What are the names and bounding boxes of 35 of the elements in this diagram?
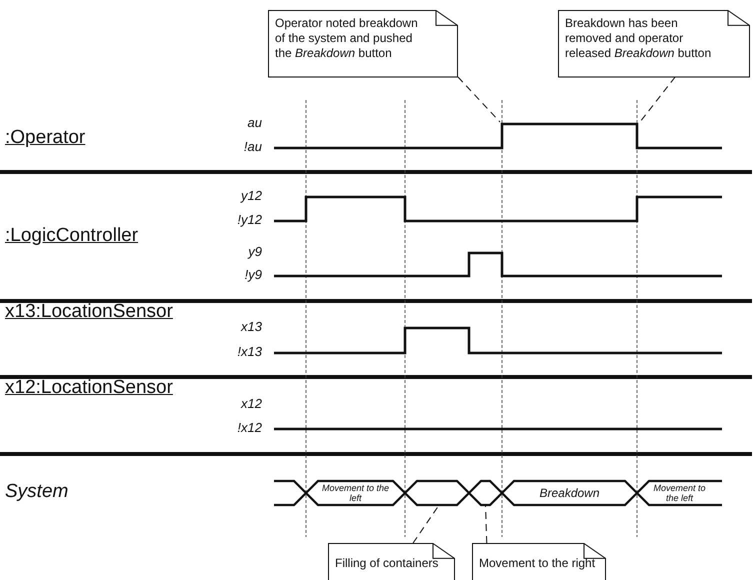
leader-line xyxy=(412,504,440,544)
comment-note xyxy=(558,10,750,77)
comment-note xyxy=(268,10,458,77)
lifeline-name: :LogicController xyxy=(5,225,138,247)
state-name: y12 xyxy=(241,188,262,203)
leader-line xyxy=(458,76,500,122)
lifeline-name: x12:LocationSensor xyxy=(5,377,173,399)
state-name: !y12 xyxy=(237,212,262,227)
state-name: !au xyxy=(244,139,262,154)
state-segment xyxy=(502,481,637,505)
state-name: y9 xyxy=(248,244,262,259)
state-segment xyxy=(405,481,469,505)
comment-note xyxy=(328,543,455,580)
state-label: Breakdown xyxy=(538,485,601,502)
comment-note xyxy=(472,543,606,580)
lifeline-name: System xyxy=(5,481,68,503)
note-text: Movement to the right xyxy=(479,556,596,571)
state-name: !x12 xyxy=(237,420,262,435)
state-segment xyxy=(637,481,722,505)
note-text: Breakdown has been removed and operator released Breakdown button xyxy=(565,16,712,61)
lifeline-name: :Operator xyxy=(5,127,86,149)
state-name: x12 xyxy=(241,396,262,411)
state-label: Movement to the left xyxy=(320,483,390,503)
state-name: !x13 xyxy=(237,344,262,359)
lifeline-name: x13:LocationSensor xyxy=(5,301,173,323)
state-segment xyxy=(306,481,405,505)
leader-line xyxy=(640,76,676,122)
note-text: Filling of containers xyxy=(335,556,440,571)
state-name: au xyxy=(248,115,262,130)
state-name: !y9 xyxy=(244,267,262,282)
note-text: Operator noted breakdown of the system and pushed the Breakdown button xyxy=(275,16,419,61)
state-name: x13 xyxy=(241,319,262,334)
leader-line xyxy=(485,504,488,544)
state-segment xyxy=(469,481,502,505)
state-label: Movement to the left xyxy=(652,483,707,503)
